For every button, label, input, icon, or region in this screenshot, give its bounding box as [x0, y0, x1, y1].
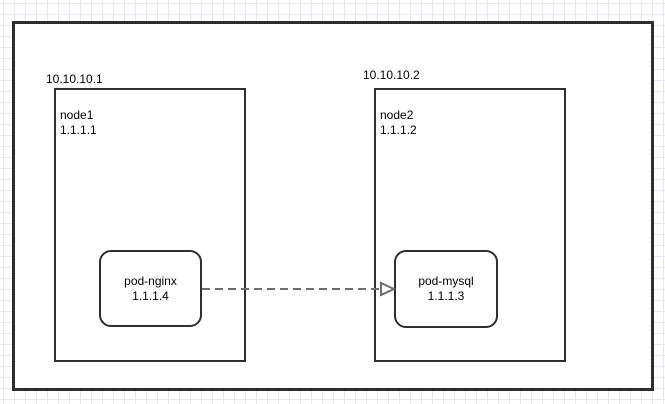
nginx-to-mysql-connection-arrow[interactable] — [202, 280, 397, 298]
node2-label: node2 1.1.1.2 — [376, 90, 564, 138]
pod-mysql-name: pod-mysql — [418, 274, 474, 288]
arrow-open-triangle-head — [380, 281, 397, 297]
node1-label: node1 1.1.1.1 — [56, 90, 244, 138]
node1-ip: 1.1.1.1 — [60, 123, 97, 137]
pod-nginx-box[interactable]: pod-nginx 1.1.1.4 — [99, 250, 202, 327]
node1-host-ip-label: 10.10.10.1 — [46, 72, 103, 86]
pod-nginx-name: pod-nginx — [124, 273, 177, 288]
pod-mysql-ip: 1.1.1.3 — [427, 289, 465, 303]
node2-host-ip-label: 10.10.10.2 — [363, 68, 420, 82]
node1-name: node1 — [60, 108, 94, 122]
node2-ip: 1.1.1.2 — [380, 123, 417, 137]
pod-nginx-ip: 1.1.1.4 — [132, 288, 169, 303]
pod-mysql-box[interactable]: pod-mysql 1.1.1.3 — [394, 250, 498, 328]
node2-name: node2 — [380, 108, 414, 122]
